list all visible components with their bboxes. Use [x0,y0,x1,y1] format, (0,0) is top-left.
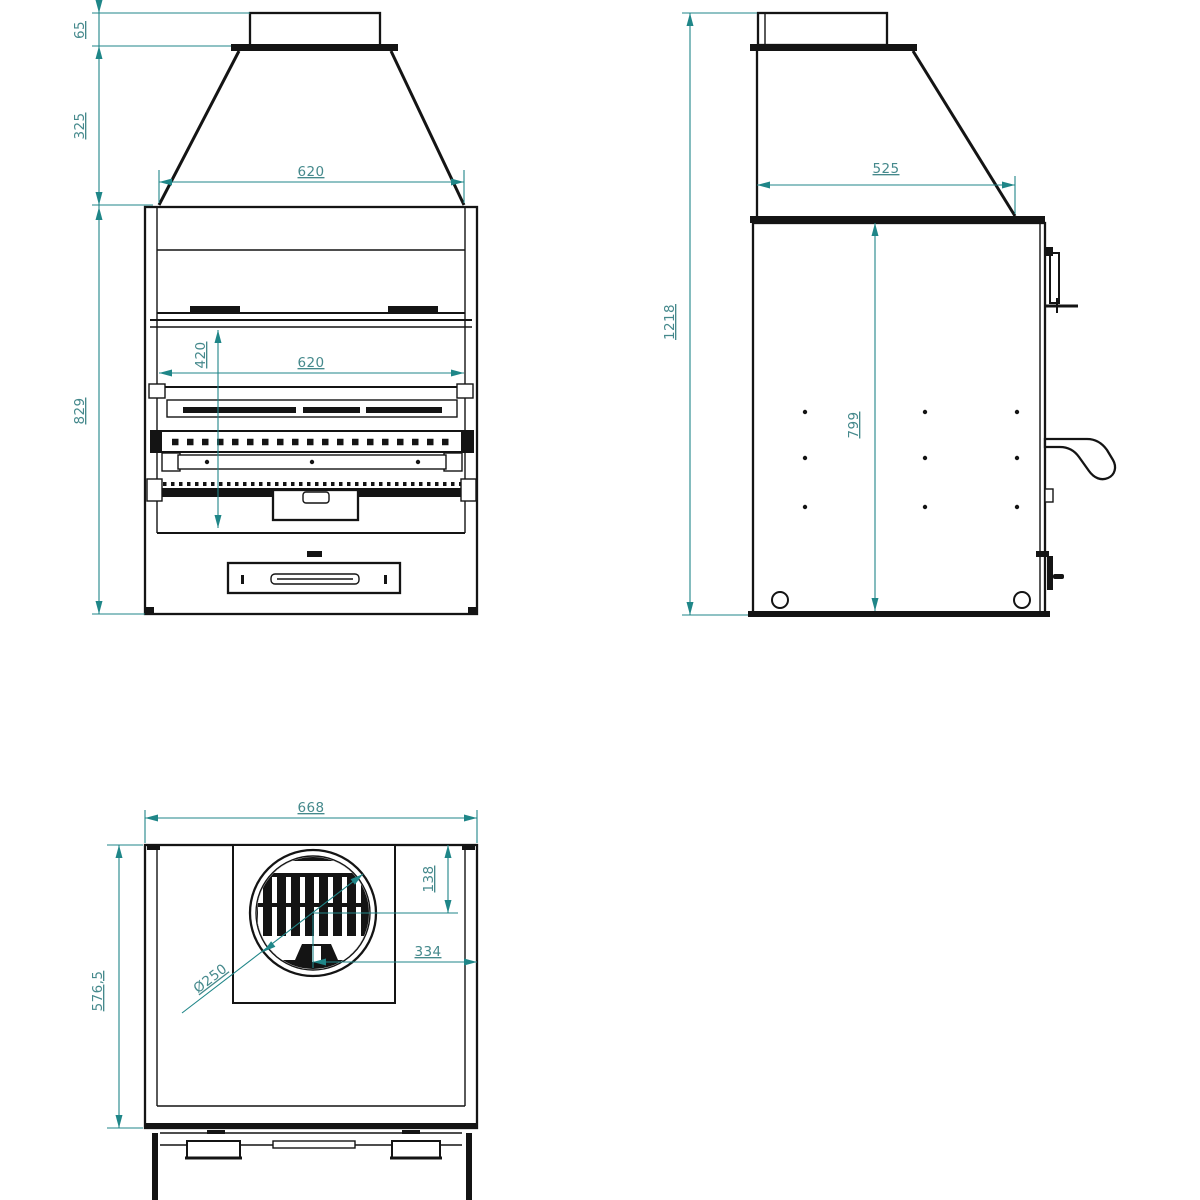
side-bolt-hole-right [1013,591,1031,609]
top-front-bracket-right [390,1140,442,1160]
side-view [748,11,1117,617]
side-mount-plate [750,44,917,51]
dim-side-body-height: 799 [846,412,862,439]
top-right-leg [466,1133,472,1200]
dim-opening-width: 620 [298,355,325,371]
dim-hood-width: 620 [298,164,325,180]
dim-overall-width: 668 [298,800,325,816]
top-view [143,843,479,1200]
dim-opening-height: 420 [193,342,209,369]
dim-flue-height: 65 [72,21,88,39]
side-body [751,221,1047,615]
dim-total-height: 1218 [662,304,678,340]
top-front-bracket-left [185,1140,242,1160]
dim-hood-height: 325 [72,113,88,140]
front-view [143,11,479,616]
dim-front-body-height: 829 [72,398,88,425]
top-left-leg [152,1133,158,1200]
front-flue-collar [248,11,382,48]
side-latch [1036,551,1064,590]
front-middle-rail [161,452,463,472]
front-grill-grate [150,430,474,453]
front-upper-shelf [148,383,474,418]
side-door-handle [1043,437,1117,481]
dim-flue-offset-back: 138 [421,866,437,893]
front-mount-plate [231,44,398,51]
side-bolt-hole-left [771,591,789,609]
side-flue-collar [756,11,889,47]
front-ash-drawer [226,561,402,595]
dim-overall-depth: 576,5 [90,971,106,1012]
side-hood-slope [911,50,1017,217]
dim-hood-depth: 525 [873,161,900,177]
side-top-bracket [1045,247,1078,313]
dimension-annotations: 65 325 829 620 620 420 1218 525 [72,0,1016,1129]
front-hood-left-slope [157,50,241,206]
dim-flue-offset-right: 334 [415,944,442,960]
side-fixing-holes [802,409,1020,510]
